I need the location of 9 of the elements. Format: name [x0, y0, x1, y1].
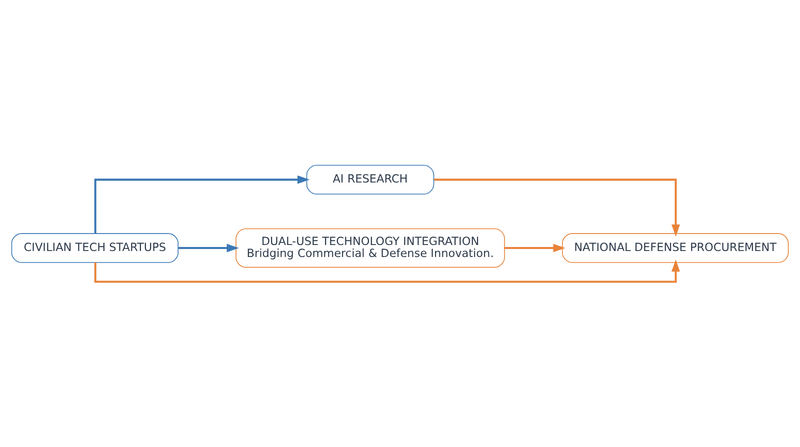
arrow [434, 178, 680, 237]
arrow [178, 244, 239, 252]
arrow [94, 260, 680, 283]
arrow [94, 175, 310, 234]
node-box: DUAL-USE TECHNOLOGY INTEGRATION Bridging Commercial & Defense Innovation. [236, 228, 505, 268]
node-box: NATIONAL DEFENSE PROCUREMENT [562, 233, 789, 263]
node-box: AI RESEARCH [306, 164, 434, 195]
arrow [504, 244, 566, 252]
node-box: CIVILIAN TECH STARTUPS [11, 233, 179, 263]
